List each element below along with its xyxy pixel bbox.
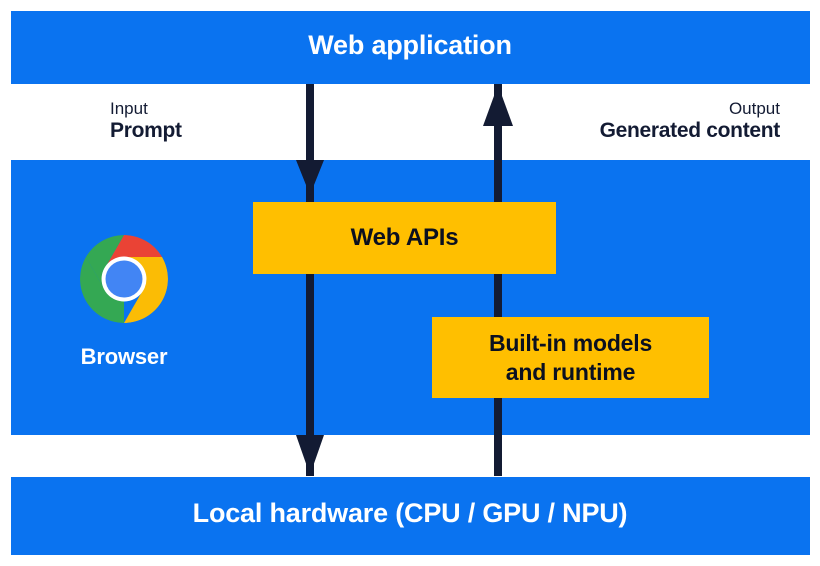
box-web-apis-label: Web APIs (350, 224, 459, 252)
label-input-flow: Input Prompt (110, 99, 182, 144)
arrow-up-icon (483, 84, 513, 476)
box-builtin-models-line2: and runtime (505, 358, 636, 385)
local-hardware-title: Local hardware (CPU / GPU / NPU) (192, 498, 628, 528)
box-builtin-models: Built-in models and runtime (432, 317, 709, 398)
input-kind-text: Input (110, 99, 148, 118)
output-kind-text: Output (728, 99, 780, 118)
output-value-text: Generated content (599, 119, 781, 143)
box-builtin-models-label: Built-in models and runtime (489, 329, 652, 385)
label-output-flow: Output Generated content (599, 99, 781, 144)
input-value-text: Prompt (110, 119, 182, 143)
band-local-hardware (11, 477, 810, 555)
chrome-logo-icon (80, 235, 168, 323)
band-web-application (11, 11, 810, 84)
browser-label: Browser (80, 344, 168, 369)
box-web-apis: Web APIs (253, 202, 556, 274)
arrow-down-icon (296, 84, 324, 476)
web-application-title: Web application (308, 30, 512, 60)
box-builtin-models-line1: Built-in models (488, 330, 653, 357)
